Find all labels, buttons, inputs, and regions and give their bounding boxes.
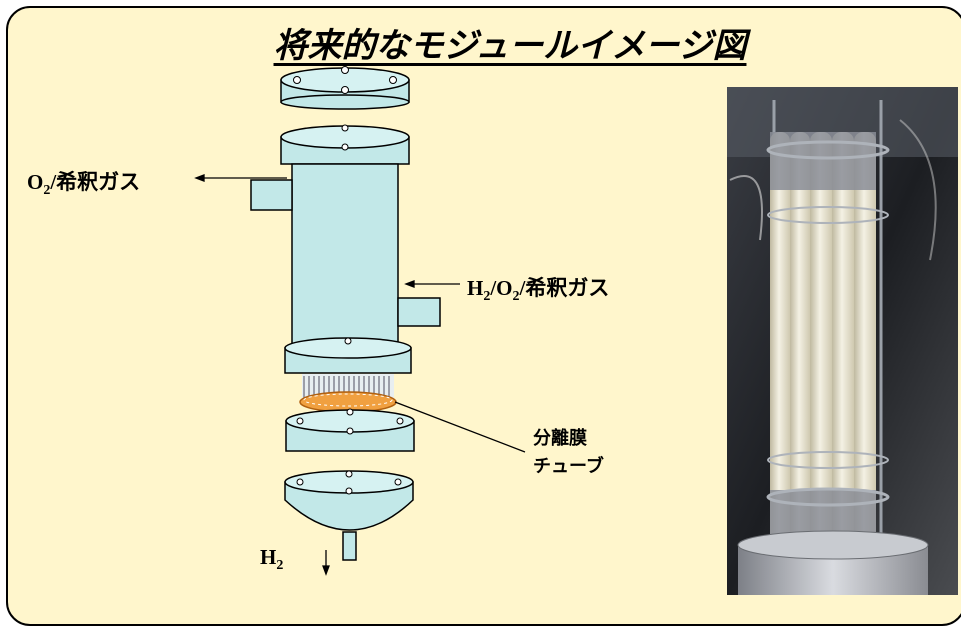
outlet-arrow [194,174,287,182]
h2-outlet-arrow [322,550,330,576]
membrane-module-photo [727,87,958,595]
h2-outlet-label: H2 [260,545,284,574]
inlet-arrow [404,280,460,288]
tube-sheet-ring [299,391,397,413]
outlet-gas-label: O2/希釈ガス [27,170,141,199]
bottom-dish-head [284,470,414,561]
upper-outlet-nozzle [250,179,293,211]
vessel-cylinder [291,163,399,351]
membrane-tube-label: 分離膜 チューブ [533,425,604,481]
inlet-gas-label: H2/O2/希釈ガス [467,276,610,305]
side-inlet-nozzle [397,297,441,327]
top-cap-flange [280,66,410,110]
module-diagram [194,66,958,595]
membrane-pointer-line [394,401,526,453]
upper-flange [280,124,410,165]
membrane-label-line1: 分離膜 [533,428,587,449]
lower-flange [284,337,412,374]
membrane-label-line2: チューブ [533,456,604,477]
bottom-body-flange [285,408,415,452]
slide-title: 将来的なモジュールイメージ図 [273,26,747,66]
